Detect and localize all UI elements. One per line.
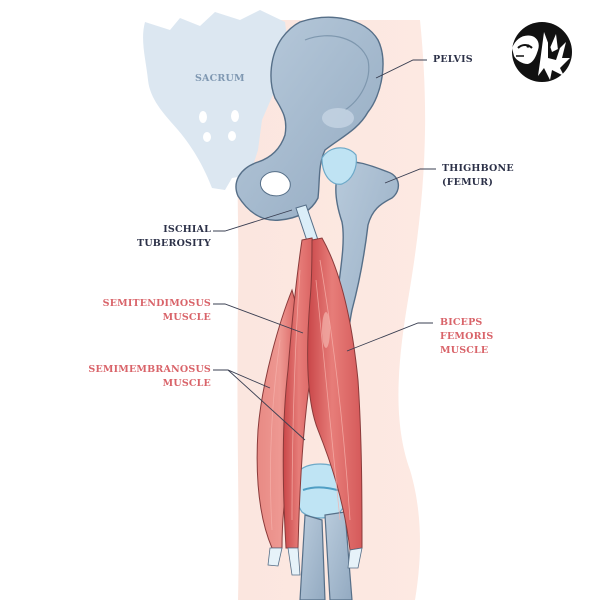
thighbone-leader-line [384, 168, 436, 184]
biceps-femoris-label-line-1: BICEPS [440, 317, 483, 328]
thighbone-label-line-1: THIGHBONE [442, 163, 514, 174]
biceps-femoris-leader-line [346, 322, 433, 352]
ischial-tuberosity-label: ISCHIAL TUBEROSITY [137, 223, 211, 251]
biceps-femoris-label-line-3: MUSCLE [440, 345, 489, 356]
thighbone-label: THIGHBONE (FEMUR) [442, 162, 514, 190]
semitendinosus-label-line-1: SEMITENDIMOSUS [102, 298, 211, 309]
pelvis-label: PELVIS [433, 53, 473, 67]
pelvis-label-line: PELVIS [433, 54, 473, 65]
semimembranosus-label-line-2: MUSCLE [162, 378, 211, 389]
pelvis-leader-line [375, 59, 427, 79]
sacrum-bone [143, 10, 290, 190]
lion-head-icon [512, 22, 572, 82]
semitendinosus-label-line-2: MUSCLE [162, 312, 211, 323]
semimembranosus-label: SEMIMEMBRANOSUS MUSCLE [88, 363, 211, 391]
leader-lines [213, 59, 436, 441]
pelvis-bone [235, 16, 384, 221]
biceps-femoris-label-line-2: FEMORIS [440, 331, 494, 342]
sacrum-label-line: SACRUM [195, 73, 245, 84]
knee-joint [294, 463, 353, 600]
biceps-femoris-label: BICEPS FEMORIS MUSCLE [440, 316, 493, 358]
sacrum-label: SACRUM [195, 72, 245, 86]
ischial-tuberosity-label-line-1: ISCHIAL [163, 224, 211, 235]
semitendinosus-label: SEMITENDIMOSUS MUSCLE [103, 297, 211, 325]
semimembranosus-leader-line-2 [227, 369, 306, 441]
semimembranosus-label-line-1: SEMIMEMBRANOSUS [88, 364, 211, 375]
thighbone-label-line-2: (FEMUR) [442, 177, 494, 188]
semitendinosus-leader-line [213, 303, 304, 334]
ischial-tuberosity-label-line-2: TUBEROSITY [137, 238, 211, 249]
muscle-striations [270, 259, 351, 531]
ischial-tuberosity-leader-line [213, 209, 293, 232]
biceps-femoris-muscle [307, 237, 363, 569]
